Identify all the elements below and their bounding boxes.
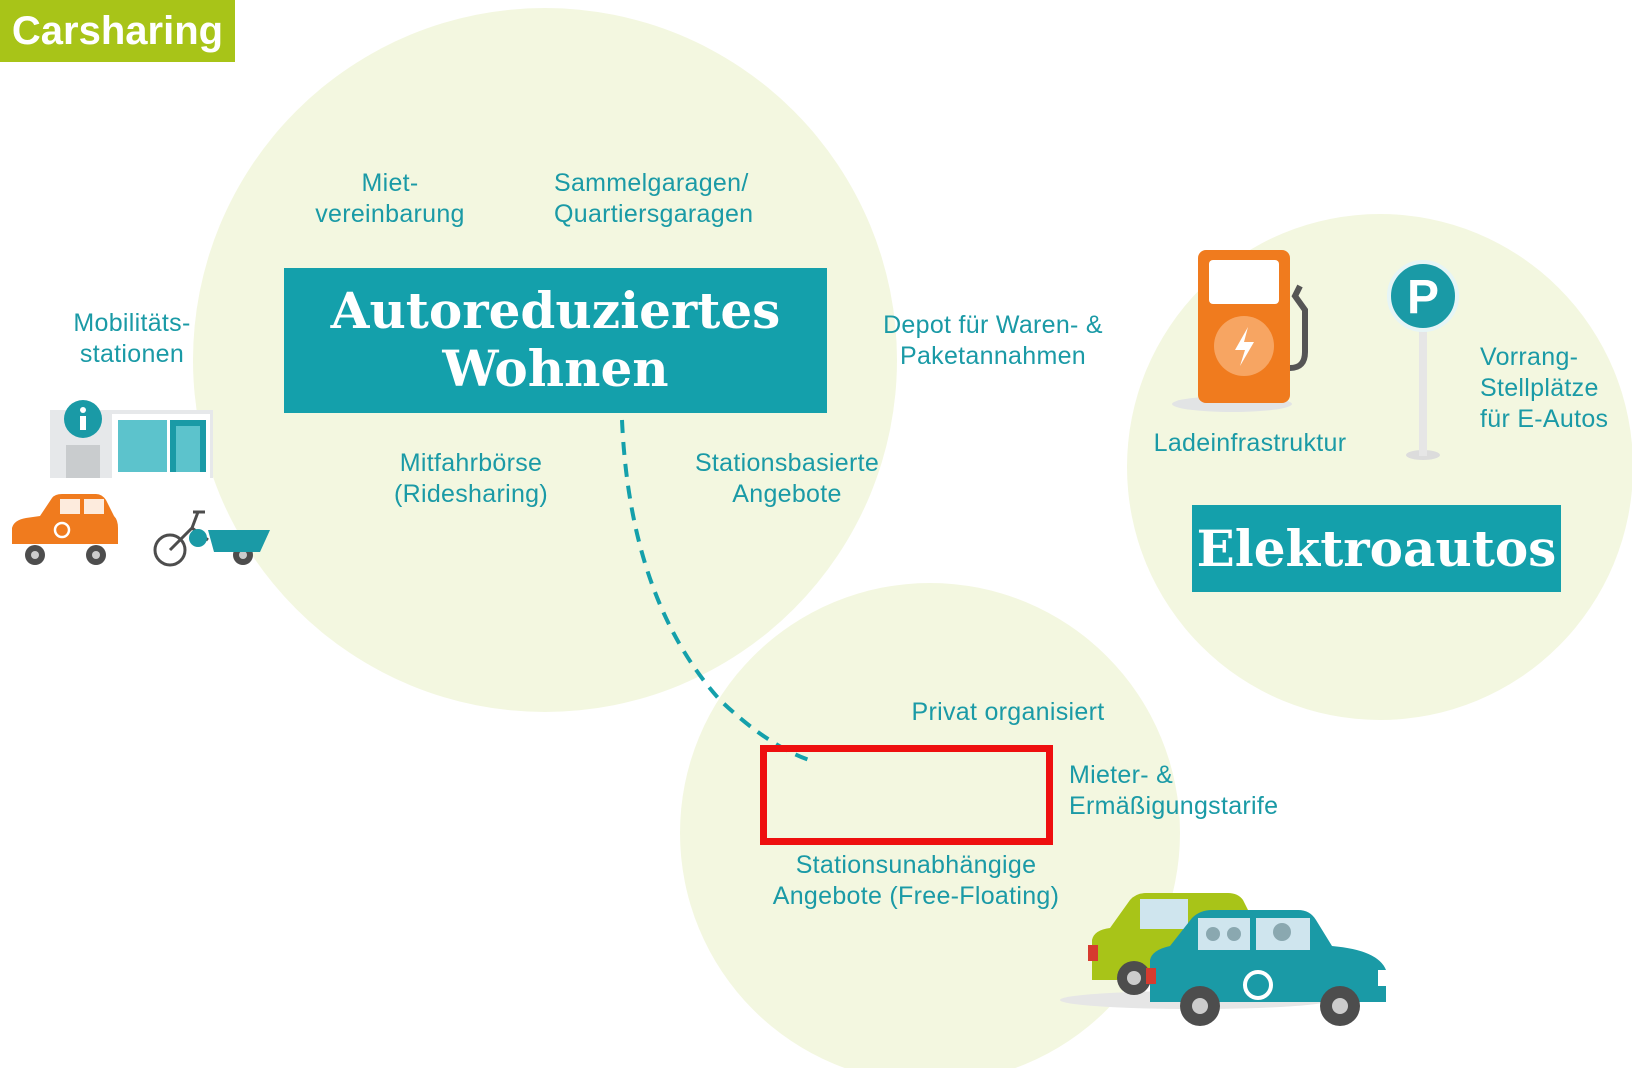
svg-text:P: P: [1407, 271, 1439, 324]
shared-car-icon: [12, 494, 118, 565]
label-mobilitaetsstationen: Mobilitäts- stationen: [73, 309, 191, 368]
highlight-box: [760, 745, 1053, 845]
charging-station-icon: [1172, 250, 1308, 412]
title-carsharing: Carsharing: [0, 0, 235, 62]
label-sammelgaragen: Sammelgaragen/ Quartiersgaragen: [554, 169, 754, 228]
cargo-bike-icon: [153, 510, 270, 567]
label-privat-organisiert: Privat organisiert: [911, 698, 1105, 726]
car-sharing-cars-icon: [1060, 893, 1388, 1026]
label-vorrang-stellplaetze: Vorrang- Stellplätze für E-Autos: [1480, 343, 1609, 433]
label-miet-vereinbarung: Miet- vereinbarung: [315, 169, 465, 228]
parking-sign-icon: P: [1387, 260, 1459, 460]
title-autoreduziertes-wohnen: Autoreduziertes Wohnen: [284, 268, 827, 413]
title-elektroautos: Elektroautos: [1192, 505, 1561, 592]
label-depot: Depot für Waren- & Paketannahmen: [883, 311, 1103, 370]
circle-carsharing: [680, 583, 1180, 1068]
info-station-icon: [50, 400, 213, 478]
label-stationsbasierte: Stationsbasierte Angebote: [694, 449, 880, 508]
dashed-connector: [620, 419, 816, 764]
label-stationsunabhaengige: Stationsunabhängige Angebote (Free-Float…: [772, 851, 1060, 910]
label-ladeinfrastruktur: Ladeinfrastruktur: [1153, 429, 1347, 457]
label-mieter-tarife: Mieter- & Ermäßigungstarife: [1069, 761, 1279, 820]
label-mitfahrboerse: Mitfahrbörse (Ridesharing): [394, 449, 548, 508]
